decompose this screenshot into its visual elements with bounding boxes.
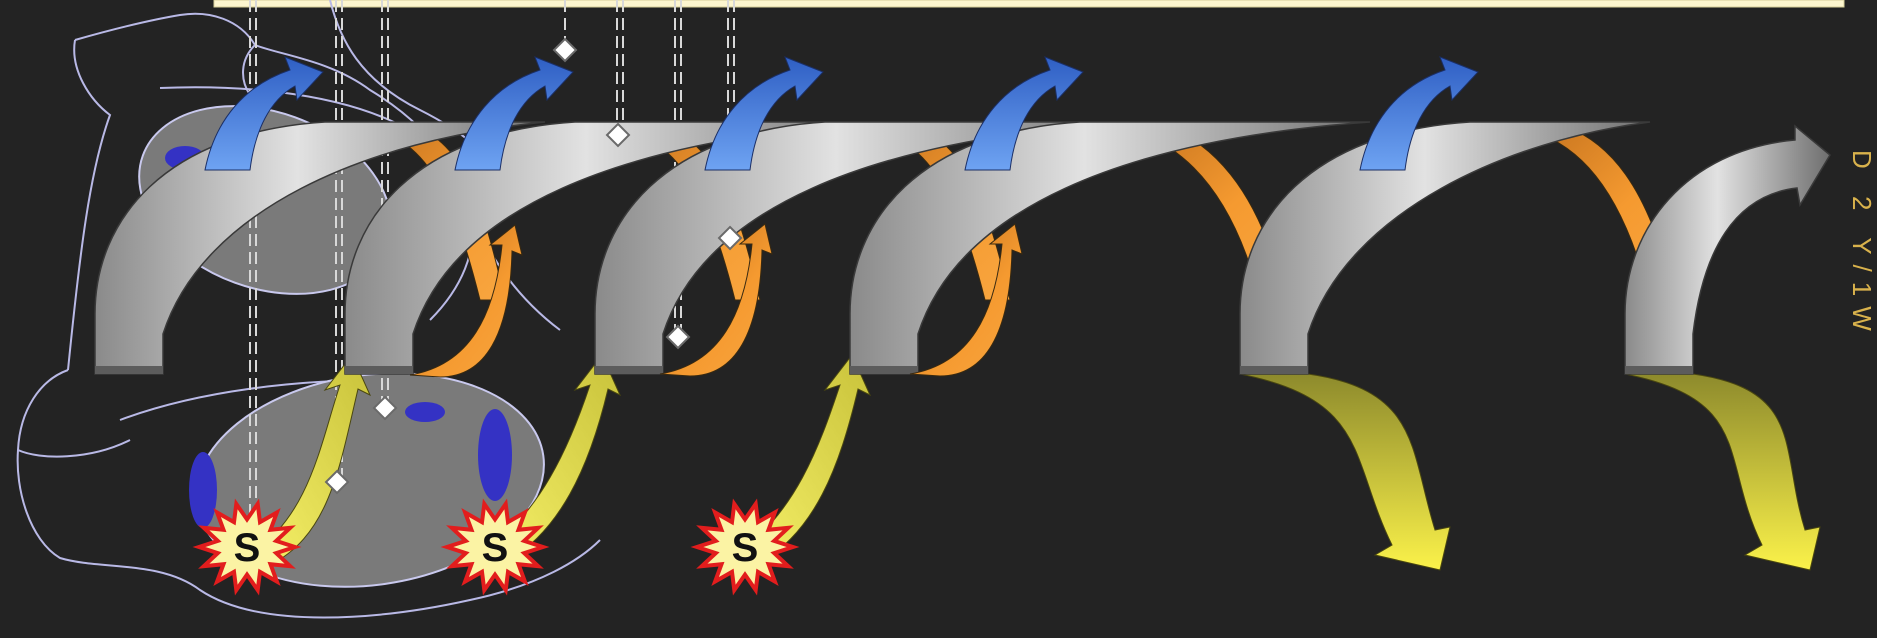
organ-spot xyxy=(405,402,445,422)
organ-spot xyxy=(189,452,217,528)
yellow-arrow-down xyxy=(1240,374,1450,570)
gray-arc-foot xyxy=(850,366,918,374)
organ-spot xyxy=(478,409,512,501)
gray-arc-foot xyxy=(1240,366,1308,374)
diamond-marker xyxy=(667,326,689,348)
sprout-label: S xyxy=(482,526,509,570)
gray-arc-foot xyxy=(95,366,163,374)
gray-arc-foot xyxy=(345,366,413,374)
top-band xyxy=(214,0,1844,7)
gray-arc xyxy=(1625,126,1830,374)
side-caption: D 2 Y/1W xyxy=(1846,150,1877,341)
sprout-label: S xyxy=(234,526,261,570)
gray-arc-foot xyxy=(1625,366,1693,374)
sprout-label: S xyxy=(732,526,759,570)
gray-arc-foot xyxy=(595,366,663,374)
yellow-arrow-down xyxy=(1625,374,1820,570)
gray-arc-body xyxy=(1625,126,1830,374)
diamond-marker xyxy=(554,39,576,61)
